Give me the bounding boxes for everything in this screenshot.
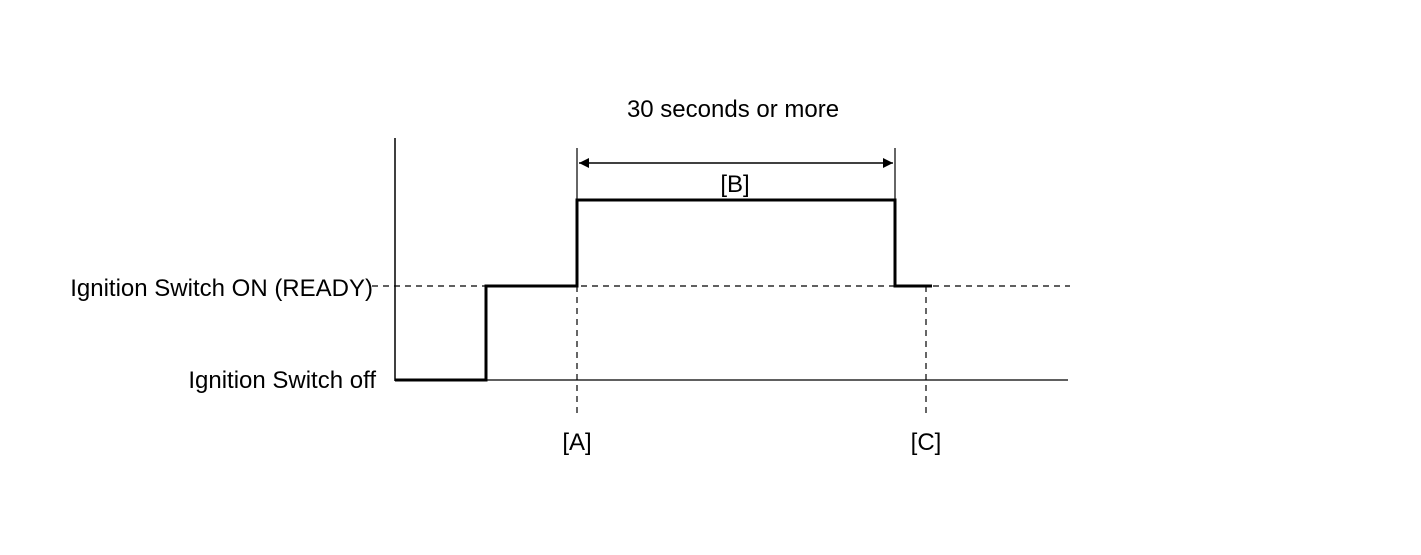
marker-b-label: [B] (720, 171, 749, 198)
marker-a-label: [A] (562, 429, 591, 456)
off-level-label: Ignition Switch off (188, 367, 376, 394)
duration-label: 30 seconds or more (627, 96, 839, 123)
on-level-label: Ignition Switch ON (READY) (70, 275, 373, 302)
marker-c-label: [C] (911, 429, 942, 456)
signal-waveform (395, 198, 932, 382)
